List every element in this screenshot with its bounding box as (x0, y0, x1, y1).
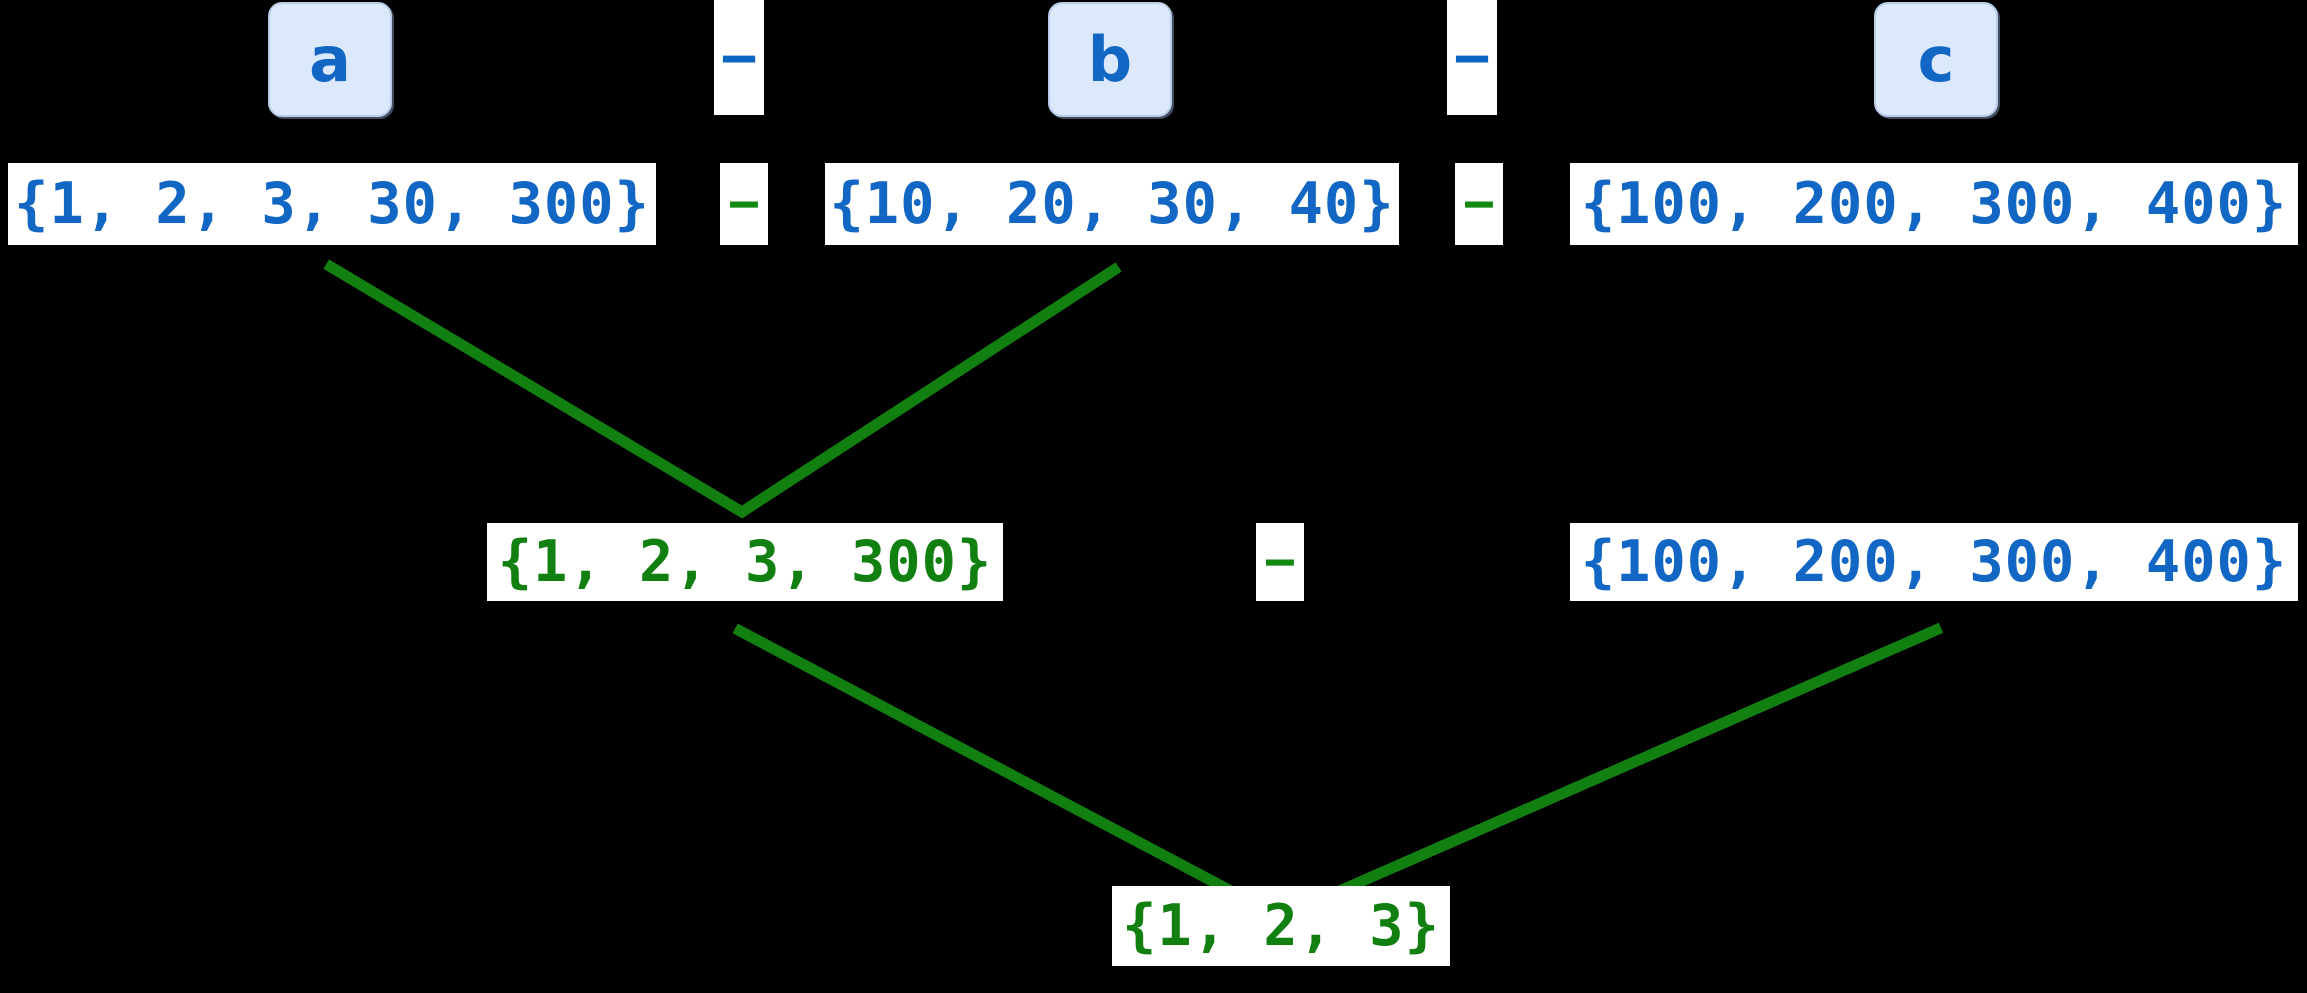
variable-chip-a[interactable]: a (268, 2, 392, 117)
set-literal-c: {100, 200, 300, 400} (1570, 163, 2298, 245)
set-literal-a: {1, 2, 3, 30, 300} (8, 163, 656, 245)
intermediate-operand-c: {100, 200, 300, 400} (1570, 523, 2298, 601)
intermediate-result-a-minus-b: {1, 2, 3, 300} (487, 523, 1003, 601)
header-operator-minus-1: − (714, 0, 764, 115)
variable-chip-b[interactable]: b (1048, 2, 1172, 117)
final-result: {1, 2, 3} (1112, 886, 1450, 966)
expression-operator-minus-1: − (720, 163, 768, 245)
connector-v-first (323, 259, 1122, 519)
expression-operator-minus-2: − (1455, 163, 1503, 245)
intermediate-operator-minus: − (1256, 523, 1304, 601)
set-literal-b: {10, 20, 30, 40} (825, 163, 1399, 245)
connector-v-second (732, 622, 1944, 924)
header-operator-minus-2: − (1447, 0, 1497, 115)
variable-chip-c[interactable]: c (1874, 2, 1998, 117)
